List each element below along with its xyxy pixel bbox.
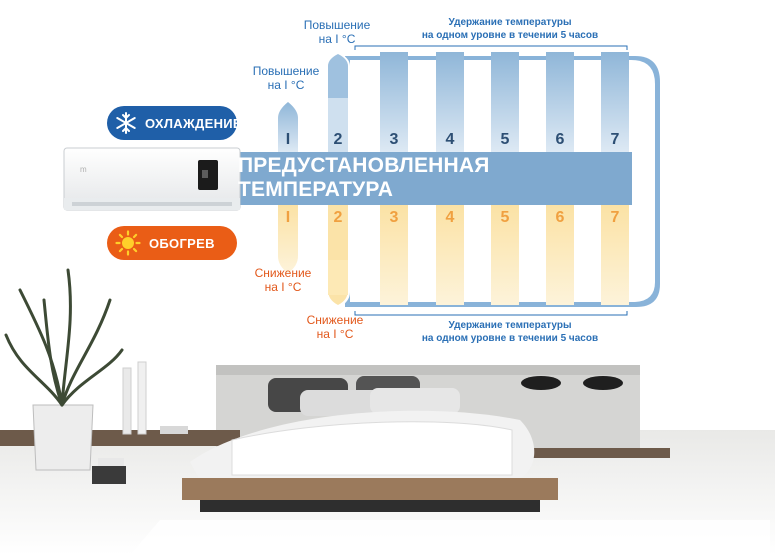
drop-label-2: Снижение на I °C xyxy=(292,313,378,341)
step-top-4: 4 xyxy=(445,131,455,148)
rise-label-2: Повышение на I °C xyxy=(294,18,380,46)
rise-label-1: Повышение на I °C xyxy=(243,64,329,92)
drop-label-1-line1: Снижение xyxy=(254,266,312,280)
preset-band xyxy=(232,152,632,205)
drop-label-2-line1: Снижение xyxy=(306,313,364,327)
air-conditioner: m xyxy=(63,147,241,211)
step-top-7: 7 xyxy=(610,131,620,148)
step-bottom-2: 2 xyxy=(333,209,343,226)
step-bottom-5: 5 xyxy=(500,209,510,226)
rise-label-1-line1: Повышение xyxy=(252,64,320,78)
rise-label-2-line1: Повышение xyxy=(303,18,371,32)
hold-label-bottom: Удержание температуры на одном уровне в … xyxy=(400,319,620,345)
step-top-1: I xyxy=(285,131,291,148)
step-bottom-3: 3 xyxy=(389,209,399,226)
bedroom-scene xyxy=(0,268,775,555)
cooling-label: ОХЛАЖДЕНИЕ xyxy=(145,115,242,131)
hold-label-bottom-line2: на одном уровне в течении 5 часов xyxy=(421,333,599,344)
step-top-3: 3 xyxy=(389,131,399,148)
step-top-5: 5 xyxy=(500,131,510,148)
heating-label: ОБОГРЕВ xyxy=(149,235,215,251)
off-label: OFF xyxy=(627,157,650,201)
hold-label-top-line2: на одном уровне в течении 5 часов xyxy=(421,30,599,41)
snowflake-icon xyxy=(115,110,137,136)
step-top-6: 6 xyxy=(555,131,565,148)
rise-label-1-line2: на I °C xyxy=(267,78,305,92)
step-top-2: 2 xyxy=(333,131,343,148)
cooling-mode-button[interactable]: ОХЛАЖДЕНИЕ xyxy=(107,106,242,140)
hold-label-top: Удержание температуры на одном уровне в … xyxy=(400,16,620,42)
drop-label-1-line2: на I °C xyxy=(264,280,302,294)
hold-bracket-bottom xyxy=(354,311,628,316)
hold-label-top-line1: Удержание температуры xyxy=(448,17,572,28)
step-bottom-1: I xyxy=(285,209,291,226)
rise-label-2-line2: на I °C xyxy=(318,32,356,46)
hold-label-bottom-line1: Удержание температуры xyxy=(448,320,572,331)
heating-mode-button[interactable]: ОБОГРЕВ xyxy=(107,226,237,260)
step-columns xyxy=(276,52,629,308)
step-bottom-7: 7 xyxy=(610,209,620,226)
drop-label-2-line2: на I °C xyxy=(316,327,354,341)
preset-temperature-label: ПРЕДУСТАНОВЛЕННАЯ ТЕМПЕРАТУРА xyxy=(238,154,490,201)
svg-text:m: m xyxy=(80,165,87,174)
sun-icon xyxy=(115,230,141,256)
step-bottom-4: 4 xyxy=(445,209,455,226)
hold-bracket-top xyxy=(354,45,628,50)
step-bottom-6: 6 xyxy=(555,209,565,226)
off-label-wrapper: OFF xyxy=(618,153,658,205)
drop-label-1: Снижение на I °C xyxy=(240,266,326,294)
